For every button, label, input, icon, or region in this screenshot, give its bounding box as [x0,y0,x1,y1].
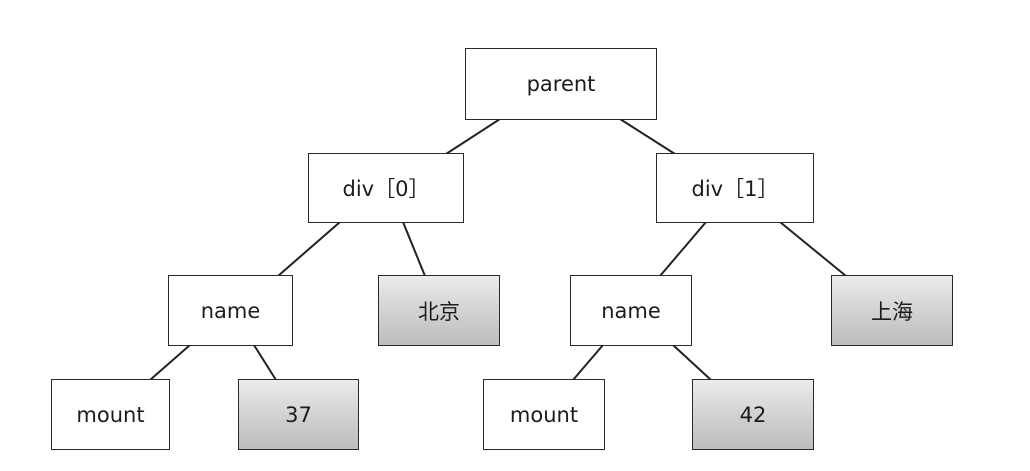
edge-div0-name0 [277,221,341,277]
node-value-42: 42 [692,379,814,450]
node-value-37: 37 [238,379,359,450]
node-div-0: div［0］ [308,153,464,223]
node-beijing: 北京 [378,275,500,346]
edge-name0-mount0 [149,344,191,381]
edge-name1-age1 [672,344,712,381]
node-parent: parent [465,48,657,120]
edge-name0-age0 [253,344,277,381]
edge-div1-name1 [659,221,707,277]
edge-name1-mount1 [572,344,604,381]
node-div-1: div［1］ [656,153,814,223]
node-mount-0: mount [51,379,170,450]
edge-parent-div0 [445,118,501,155]
edge-parent-div1 [619,118,676,155]
node-name-0: name [168,275,293,346]
node-mount-1: mount [483,379,605,450]
node-name-1: name [570,275,692,346]
edge-div0-beijing [402,221,426,277]
node-shanghai: 上海 [831,275,953,346]
edge-div1-shanghai [779,221,847,277]
